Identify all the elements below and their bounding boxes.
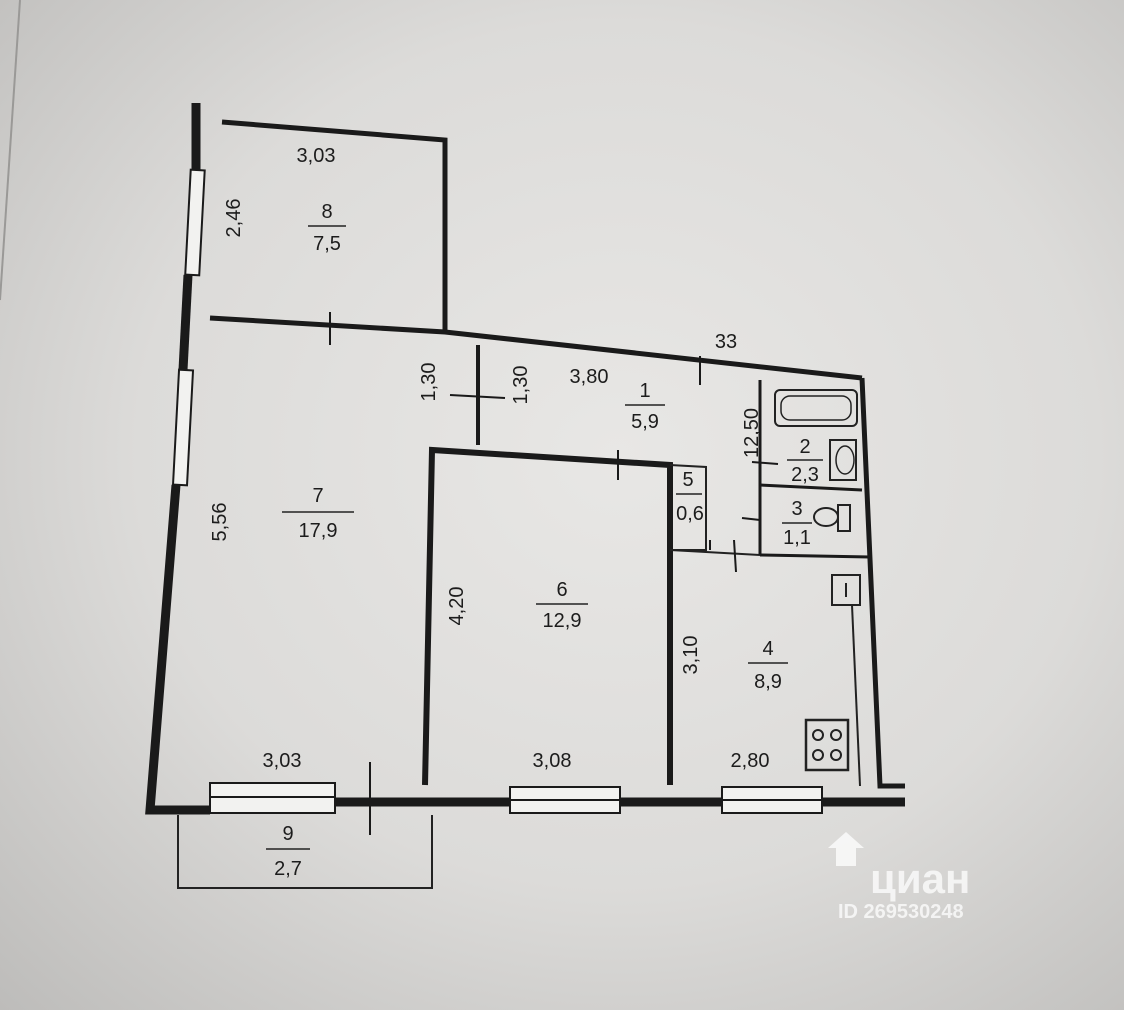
- dim-r4-width: 2,80: [731, 750, 770, 772]
- dim-r7-width: 3,03: [263, 750, 302, 772]
- watermark-id: ID 269530248: [838, 901, 964, 923]
- dim-corridor-b: 1,30: [510, 366, 532, 405]
- bathtub-icon: [774, 389, 858, 427]
- left-windows: [171, 168, 206, 487]
- room-area: 5,9: [631, 411, 659, 433]
- kitchen-sink-icon: [831, 574, 861, 606]
- room-area: 2,3: [791, 464, 819, 486]
- room-number: 9: [282, 823, 293, 845]
- toilet-icon: [813, 504, 851, 532]
- dim-bath-length: 12,50: [741, 408, 763, 458]
- dim-corridor-len: 3,80: [570, 366, 609, 388]
- room-area: 0,6: [676, 503, 704, 525]
- room-number: 2: [799, 436, 810, 458]
- room-2-label: 2 2,3: [787, 436, 823, 486]
- cian-watermark: циан ID 269530248: [828, 832, 970, 923]
- room-area: 7,5: [313, 233, 341, 255]
- room-1-label: 1 5,9: [625, 380, 665, 433]
- dim-r6-width: 3,08: [533, 750, 572, 772]
- watermark-brand: циан: [870, 855, 970, 902]
- dim-r8-width: 3,03: [297, 145, 336, 167]
- room-9-label: 9 2,7: [266, 823, 310, 880]
- room-number: 6: [556, 579, 567, 601]
- dim-corridor-a: 1,30: [418, 363, 440, 402]
- room-number: 1: [639, 380, 650, 402]
- dimension-labels: 3,03 2,46 5,56 3,03 1,30 1,30 3,80 33 12…: [209, 145, 769, 772]
- room-3-label: 3 1,1: [782, 498, 812, 549]
- sink-icon: [829, 439, 857, 481]
- room-7-label: 7 17,9: [282, 485, 354, 542]
- stove-icon: [804, 718, 850, 772]
- sheet-edge: [0, 0, 21, 301]
- room-number: 8: [321, 201, 332, 223]
- dim-r6-depth: 4,20: [446, 587, 468, 626]
- balcony-9-frame: [177, 815, 433, 889]
- interior-walls: [422, 345, 871, 787]
- dim-r4-depth: 3,10: [680, 636, 702, 675]
- dim-r7-depth: 5,56: [209, 503, 231, 542]
- room-area: 1,1: [783, 527, 811, 549]
- room-4-label: 4 8,9: [748, 638, 788, 693]
- dim-top-right: 33: [715, 331, 737, 353]
- bottom-windows: [209, 782, 823, 814]
- room-5-label: 5 0,6: [676, 469, 704, 525]
- room-6-label: 6 12,9: [536, 579, 588, 632]
- room-number: 4: [762, 638, 773, 660]
- house-logo-icon: [828, 832, 864, 866]
- room-area: 12,9: [543, 610, 582, 632]
- dim-r8-depth: 2,46: [223, 199, 245, 238]
- room-area: 2,7: [274, 858, 302, 880]
- room-area: 17,9: [299, 520, 338, 542]
- room-number: 7: [312, 485, 323, 507]
- room-8-label: 8 7,5: [308, 201, 346, 255]
- room-number: 5: [682, 469, 693, 491]
- door-marks: [329, 312, 779, 835]
- room-number: 3: [791, 498, 802, 520]
- room-area: 8,9: [754, 671, 782, 693]
